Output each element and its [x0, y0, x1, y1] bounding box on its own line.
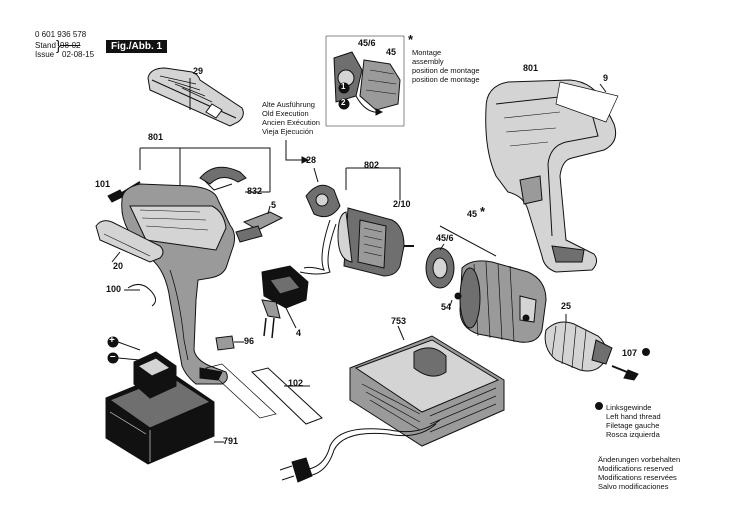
label-45-6-mid: 45/6	[436, 233, 454, 243]
left-thread-marker-icon	[642, 348, 650, 356]
switch-4	[261, 265, 309, 339]
assembly-note-es: position de montage	[412, 75, 480, 84]
ring-gear-45-6	[425, 243, 455, 289]
label-25: 25	[561, 301, 572, 311]
label-54: 54	[441, 302, 452, 312]
part-number: 0 601 936 578	[35, 30, 87, 39]
housing-right	[485, 79, 619, 273]
assembly-star: *	[408, 32, 414, 47]
plus-sign: +	[109, 335, 115, 346]
step-2-label: 2	[341, 98, 346, 107]
old-execution-note-de: Alte Ausführung	[262, 100, 315, 109]
modifications-en: Modifications reserved	[598, 464, 674, 473]
battery-cover-part	[147, 67, 244, 127]
minus-sign: –	[110, 351, 116, 362]
figure-label: Fig./Abb. 1	[106, 40, 168, 53]
left-thread-es: Rosca izquierda	[606, 430, 660, 439]
modifications-es: Salvo modificaciones	[598, 482, 669, 491]
label-29: 29	[193, 66, 204, 76]
label-802: 802	[364, 160, 380, 170]
charger-cord	[299, 419, 441, 471]
label-5: 5	[271, 200, 277, 210]
bracket-96	[215, 335, 244, 351]
issue-value: 02-08-15	[62, 50, 95, 59]
label-28: 28	[306, 155, 317, 165]
left-thread-de: Linksgewinde	[606, 403, 652, 412]
label-20: 20	[113, 261, 124, 271]
label-753: 753	[391, 316, 407, 326]
screw-107	[611, 365, 639, 381]
clip-part	[199, 166, 247, 191]
label-45-top: 45	[386, 47, 397, 57]
stand-label: Stand	[35, 41, 56, 50]
header-brace: }	[56, 37, 61, 53]
left-thread-en: Left hand thread	[606, 412, 661, 421]
old-execution-note-es: Vieja Ejecución	[262, 127, 314, 136]
switch-contact-5	[235, 205, 284, 243]
gearbox-star: *	[480, 204, 486, 219]
label-101: 101	[95, 179, 111, 189]
assembly-note-de: Montage	[412, 48, 442, 57]
step-2-icon	[338, 98, 350, 110]
power-plug	[279, 457, 313, 483]
label-801-right: 801	[523, 63, 539, 73]
motor-802	[299, 207, 414, 277]
fan-28	[305, 167, 341, 218]
label-strip-102	[205, 363, 323, 425]
assembly-note-fr: position de montage	[412, 66, 480, 75]
old-execution-note-fr: Ancien Exécution	[262, 118, 320, 127]
label-45-mid: 45	[467, 209, 478, 219]
drill-chuck-25	[544, 314, 613, 372]
spring-100	[127, 284, 156, 307]
left-thread-fr: Filetage gauche	[606, 421, 660, 430]
label-4: 4	[296, 328, 302, 338]
label-2-10: 2/10	[393, 199, 411, 209]
old-execution-note-en: Old Execution	[262, 109, 309, 118]
label-9: 9	[603, 73, 609, 83]
charger-753	[349, 325, 505, 447]
step-1-icon	[338, 82, 350, 94]
label-96: 96	[244, 336, 255, 346]
housing-left	[121, 183, 236, 385]
issue-label: Issue	[35, 50, 55, 59]
label-102: 102	[288, 378, 304, 388]
old-execution-arrow	[285, 140, 304, 161]
label-100: 100	[106, 284, 122, 294]
assembly-note-en: assembly	[412, 57, 444, 66]
modifications-de: Änderungen vorbehalten	[598, 455, 681, 464]
step-1-label: 1	[341, 82, 346, 91]
grip-20	[95, 220, 164, 263]
label-832: 832	[247, 186, 263, 196]
label-801-left: 801	[148, 132, 164, 142]
label-791: 791	[223, 436, 239, 446]
label-45-6-top: 45/6	[358, 38, 376, 48]
label-107: 107	[622, 348, 638, 358]
left-thread-legend-icon	[595, 402, 603, 410]
battery-pack-791	[105, 351, 224, 465]
stand-value: 98-02	[60, 41, 81, 50]
modifications-fr: Modifications reservées	[598, 473, 677, 482]
gearbox-45	[454, 260, 547, 343]
